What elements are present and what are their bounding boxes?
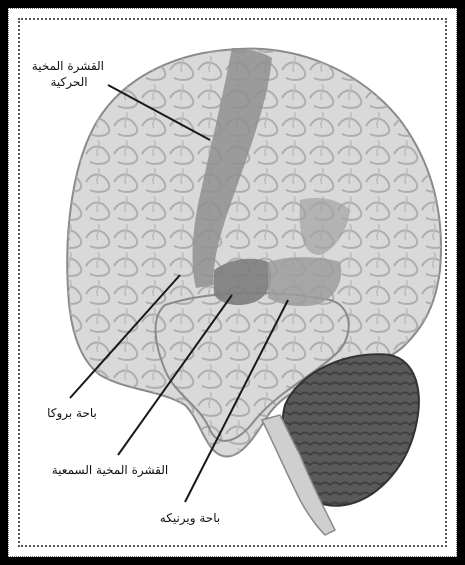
label-motor-cortex: القشرة المخية الحركية — [34, 58, 104, 90]
label-auditory-cortex: القشرة المخية السمعية — [40, 462, 180, 478]
label-broca-area: باحة بروكا — [32, 405, 112, 421]
label-wernicke-area: باحة ويرنيكه — [140, 510, 240, 526]
label-motor-cortex-line1: القشرة المخية — [34, 58, 104, 74]
label-motor-cortex-line2: الحركية — [34, 74, 104, 90]
